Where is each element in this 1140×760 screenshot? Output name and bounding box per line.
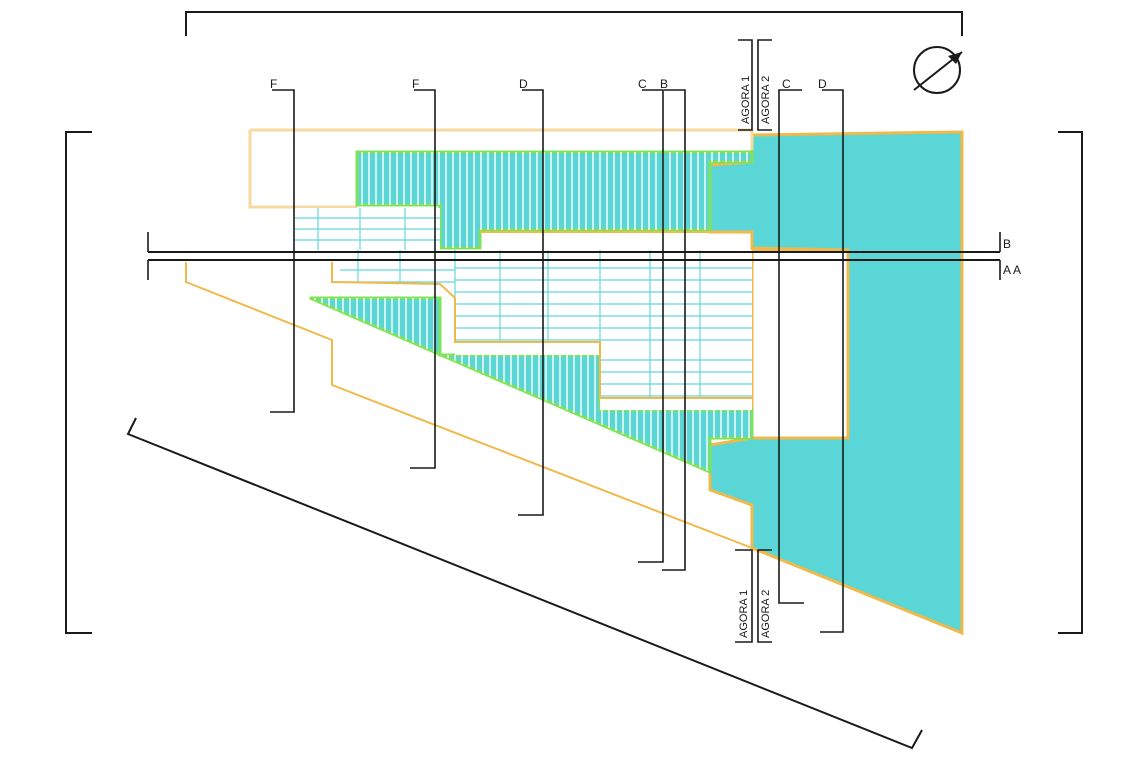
cut-c-right xyxy=(778,89,804,604)
label-b-top: B xyxy=(660,77,668,91)
label-f-left: F xyxy=(270,77,277,91)
cut-d-mid xyxy=(518,89,544,516)
label-agora2-top: AGORA 2 xyxy=(760,76,772,124)
label-d-mid: D xyxy=(519,77,528,91)
section-lines-ab xyxy=(147,232,1001,280)
label-agora1-bottom: AGORA 1 xyxy=(738,590,750,638)
cut-agora2-bottom xyxy=(757,549,772,643)
cut-agora2-top xyxy=(757,39,772,131)
top-bracket xyxy=(185,11,963,36)
frame-brackets xyxy=(65,11,1083,750)
left-bracket xyxy=(65,131,92,634)
quay-area xyxy=(750,248,850,440)
section-labels: F F D C B C D B A A AGORA 1 AGORA 2 AGOR… xyxy=(270,76,1021,638)
cut-b-top xyxy=(662,89,686,571)
label-d-right: D xyxy=(818,77,827,91)
cut-f-right xyxy=(410,89,436,469)
label-c-top: C xyxy=(638,77,647,91)
cut-c-top xyxy=(638,89,664,563)
label-c-right: C xyxy=(782,77,791,91)
label-agora1-top: AGORA 1 xyxy=(740,76,752,124)
cut-agora1-top xyxy=(738,39,753,131)
right-bracket xyxy=(1058,131,1083,634)
label-a-side: A A xyxy=(1003,263,1021,277)
terraced-grid-area xyxy=(295,208,752,410)
cut-d-right xyxy=(820,89,844,633)
label-f-right: F xyxy=(412,77,419,91)
north-arrow-icon xyxy=(913,46,963,94)
cut-agora1-bottom xyxy=(735,549,753,643)
cut-f-left xyxy=(270,89,295,413)
diagonal-bracket xyxy=(126,417,923,750)
label-agora2-bottom: AGORA 2 xyxy=(760,590,772,638)
label-b-side: B xyxy=(1003,237,1011,251)
section-cuts xyxy=(270,39,844,643)
lower-terrace-outline xyxy=(185,262,753,549)
